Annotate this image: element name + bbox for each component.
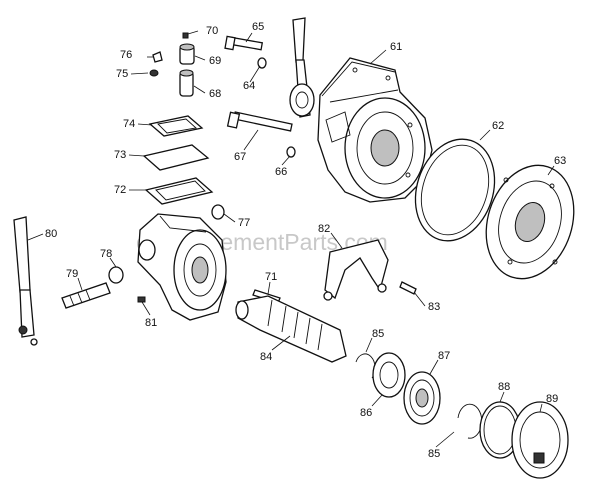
upper-gear-housing	[317, 57, 433, 203]
callout-61: 61	[390, 41, 402, 53]
gasket-stack	[142, 115, 214, 205]
callout-70: 70	[206, 25, 218, 37]
callout-76: 76	[120, 49, 132, 61]
lower-shift-lever	[13, 216, 38, 346]
callout-87: 87	[438, 350, 450, 362]
snap-ring-85b	[457, 403, 483, 439]
bolt-67	[226, 111, 296, 158]
callout-86: 86	[360, 407, 372, 419]
key-81	[137, 296, 146, 303]
callout-85-lower: 85	[428, 448, 440, 460]
cover-plate-63	[485, 164, 575, 280]
callout-66: 66	[275, 166, 287, 178]
callout-labels: 70 65 61 76 69 75 64 68 74 62 73 67 66 6…	[45, 21, 566, 460]
main-shaft-84	[235, 295, 347, 363]
callout-88: 88	[498, 381, 510, 393]
bearing-86	[372, 352, 406, 398]
callout-71: 71	[265, 271, 277, 283]
callout-64: 64	[243, 80, 255, 92]
bolt-65	[224, 35, 267, 69]
shaft-79	[61, 282, 111, 309]
upper-shift-lever	[289, 17, 315, 118]
lower-gear-housing	[137, 213, 227, 321]
callout-78: 78	[100, 248, 112, 260]
callout-68: 68	[209, 88, 221, 100]
pin-83	[399, 281, 417, 295]
callout-79: 79	[66, 268, 78, 280]
callout-80: 80	[45, 228, 57, 240]
shift-fork-82	[323, 239, 389, 301]
bearing-87	[403, 371, 441, 425]
callout-74: 74	[123, 118, 135, 130]
callout-65: 65	[252, 21, 264, 33]
callout-67: 67	[234, 151, 246, 163]
gasket-62	[414, 138, 496, 242]
callout-81: 81	[145, 317, 157, 329]
callout-84: 84	[260, 351, 272, 363]
callout-72: 72	[114, 184, 126, 196]
callout-69: 69	[209, 55, 221, 67]
leader-lines	[27, 30, 555, 448]
small-hardware-group	[149, 32, 195, 97]
callout-62: 62	[492, 120, 504, 132]
gear-89	[511, 401, 569, 479]
callout-85-upper: 85	[372, 328, 384, 340]
callout-82: 82	[318, 223, 330, 235]
callout-63: 63	[554, 155, 566, 167]
callout-89: 89	[546, 393, 558, 405]
bushing-78	[108, 266, 124, 284]
snap-ring-85a	[355, 353, 376, 379]
washer-77	[211, 204, 225, 220]
callout-73: 73	[114, 149, 126, 161]
callout-77: 77	[238, 217, 250, 229]
callout-83: 83	[428, 301, 440, 313]
callout-75: 75	[116, 68, 128, 80]
